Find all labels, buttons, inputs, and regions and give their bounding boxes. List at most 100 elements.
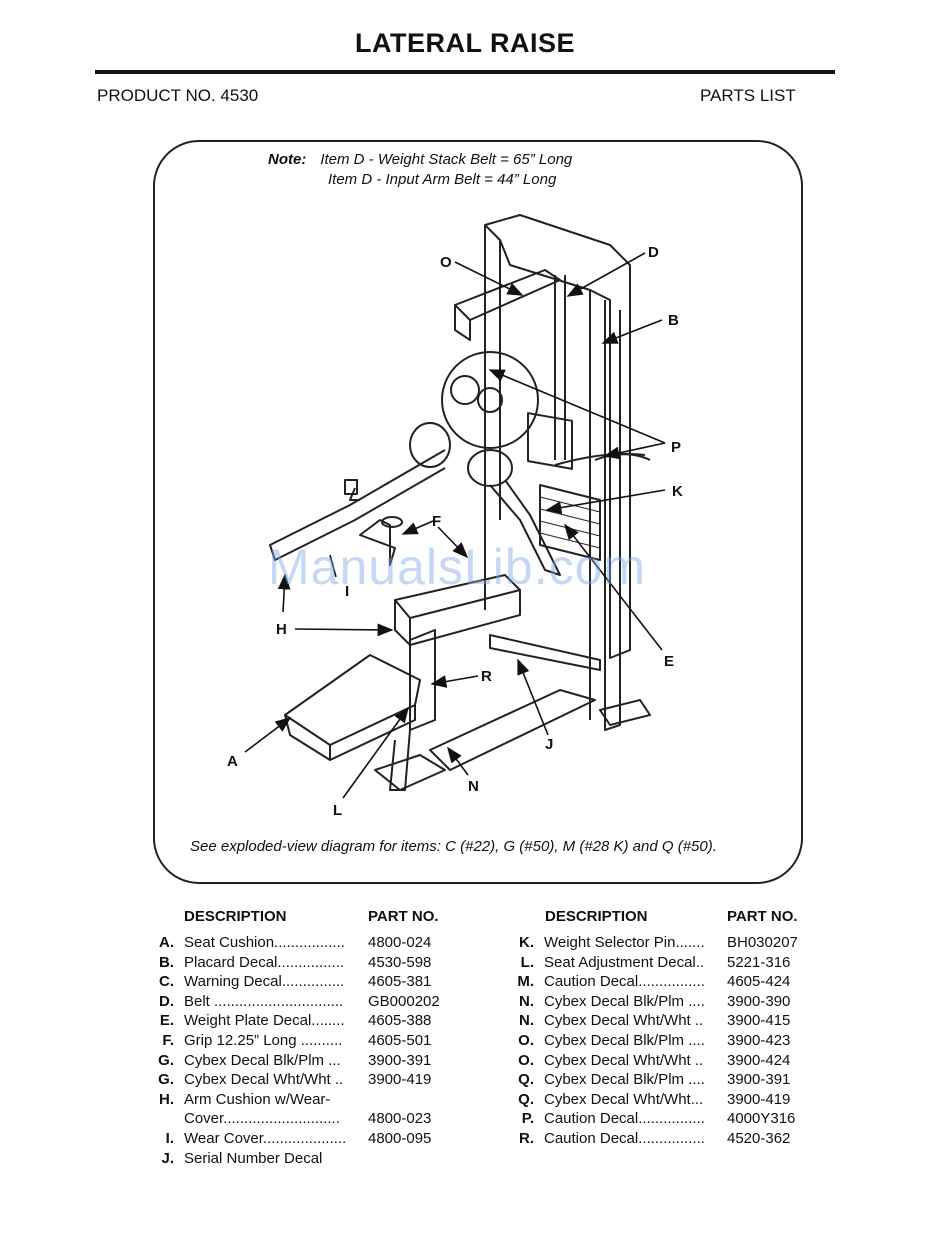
parts-row: E.Weight Plate Decal........4605-388 [154, 1011, 484, 1031]
parts-row: M.Caution Decal................4605-424 [514, 972, 844, 992]
part-key: E. [159, 1012, 174, 1030]
leader-n [447, 746, 469, 776]
callout-d: D [648, 244, 659, 261]
part-description: Cybex Decal Wht/Wht... [544, 1090, 704, 1108]
parts-row: N.Cybex Decal Blk/Plm ....3900-390 [514, 992, 844, 1012]
parts-row: Cover............................4800-02… [154, 1109, 484, 1129]
part-description: Caution Decal................ [544, 973, 705, 991]
callout-l: L [333, 802, 342, 819]
parts-row: R.Caution Decal................4520-362 [514, 1129, 844, 1149]
part-number: 4605-501 [368, 1032, 432, 1049]
left-pivot [409, 422, 451, 468]
part-description: Weight Selector Pin....... [544, 934, 705, 951]
part-number: 4530-598 [368, 953, 432, 971]
part-key: I. [165, 1130, 174, 1147]
callout-n: N [468, 778, 479, 795]
part-description: Seat Adjustment Decal.. [544, 953, 705, 971]
part-description: Serial Number Decal [184, 1149, 323, 1167]
leader-l [342, 706, 409, 799]
part-number: 3900-391 [727, 1071, 791, 1089]
callout-h: H [276, 621, 287, 638]
part-key: L. [520, 953, 534, 971]
parts-row: P.Caution Decal................4000Y316 [514, 1109, 844, 1129]
part-key: P. [521, 1110, 534, 1128]
cam-upper [441, 351, 539, 449]
part-number: 3900-415 [727, 1012, 791, 1030]
callout-e: E [664, 653, 674, 670]
callout-b: B [668, 312, 679, 329]
seat-cushion [284, 654, 421, 746]
leader-r [430, 675, 479, 688]
callout-f: F [432, 513, 441, 530]
seat-column [409, 629, 436, 731]
parts-row: A. Seat Cushion................. 4800-024 [154, 933, 484, 953]
part-number: 3900-419 [727, 1090, 791, 1108]
part-number: 3900-424 [727, 1051, 791, 1069]
diagram-panel [153, 140, 803, 884]
parts-row: G.Cybex Decal Wht/Wht ..3900-419 [154, 1070, 484, 1090]
part-number: 4000Y316 [727, 1110, 796, 1128]
part-key: F. [162, 1032, 174, 1049]
part-key: C. [159, 973, 174, 991]
part-key: D. [159, 992, 174, 1010]
part-key: J. [161, 1149, 174, 1167]
parts-row: I. Wear Cover.................... 4800-095 [154, 1129, 484, 1149]
parts-row: N.Cybex Decal Wht/Wht ..3900-415 [514, 1011, 844, 1031]
leader-e [564, 523, 663, 651]
part-description: Wear Cover.................... [184, 1130, 347, 1147]
title-rule [95, 70, 835, 74]
section-label: PARTS LIST [700, 86, 796, 105]
left-desc-header: DESCRIPTION [184, 908, 287, 925]
part-key: A. [159, 934, 174, 951]
top-arm [454, 269, 561, 321]
part-description: Cybex Decal Blk/Plm .... [544, 1032, 705, 1049]
tower-frame [484, 214, 631, 659]
part-key: B. [159, 953, 174, 971]
left-part-header: PART NO. [368, 908, 439, 925]
part-description: Cybex Decal Wht/Wht .. [544, 1012, 704, 1030]
leader-o [454, 261, 524, 296]
placard [527, 412, 573, 470]
part-number: 4520-362 [727, 1130, 791, 1147]
left-arm [269, 449, 446, 561]
right-part-header: PART NO. [727, 908, 798, 925]
page-title: LATERAL RAISE [354, 28, 575, 58]
part-description: Seat Cushion................. [184, 934, 345, 951]
base-frame [489, 634, 601, 671]
parts-row: D.Belt ...............................GB… [154, 992, 484, 1012]
parts-row: H.Arm Cushion w/Wear- [154, 1090, 484, 1110]
part-number: 4800-095 [368, 1130, 432, 1147]
leader-k [545, 489, 666, 514]
part-description: Cybex Decal Blk/Plm ... [184, 1051, 341, 1069]
part-number: 4605-381 [368, 973, 432, 991]
base-plate [374, 754, 446, 791]
parts-row: Q.Cybex Decal Blk/Plm ....3900-391 [514, 1070, 844, 1090]
part-description: Placard Decal................ [184, 953, 345, 971]
leader-a [244, 717, 292, 753]
leader-f2 [437, 526, 469, 559]
part-key: Q. [518, 1071, 534, 1089]
callout-j: J [545, 736, 553, 753]
part-number: 4800-024 [368, 934, 432, 951]
product-number: PRODUCT NO. 4530 [97, 86, 259, 105]
watermark: ManualsLib.com [268, 539, 647, 595]
callout-r: R [481, 668, 492, 685]
part-key: O. [518, 1051, 534, 1069]
callout-o: O [440, 254, 452, 271]
parts-row: K.Weight Selector Pin.......BH030207 [514, 933, 844, 953]
part-number: 3900-419 [368, 1071, 432, 1089]
callout-i: I [345, 583, 349, 600]
part-number: 3900-390 [727, 992, 791, 1010]
weight-stack [539, 484, 601, 561]
part-number: GB000202 [368, 992, 440, 1010]
part-key: Q. [518, 1090, 534, 1108]
note: Note:Item D - Weight Stack Belt = 65” Lo… [268, 150, 572, 190]
part-number: 5221-316 [727, 953, 791, 971]
callout-p: P [671, 439, 681, 456]
leader-h2 [294, 623, 394, 637]
parts-row: F.Grip 12.25” Long ..........4605-501 [154, 1031, 484, 1051]
part-number: 3900-391 [368, 1051, 432, 1069]
footnote: See exploded-view diagram for items: C (… [190, 838, 717, 855]
part-description: Warning Decal............... [184, 973, 345, 991]
leader-h1 [277, 573, 291, 613]
